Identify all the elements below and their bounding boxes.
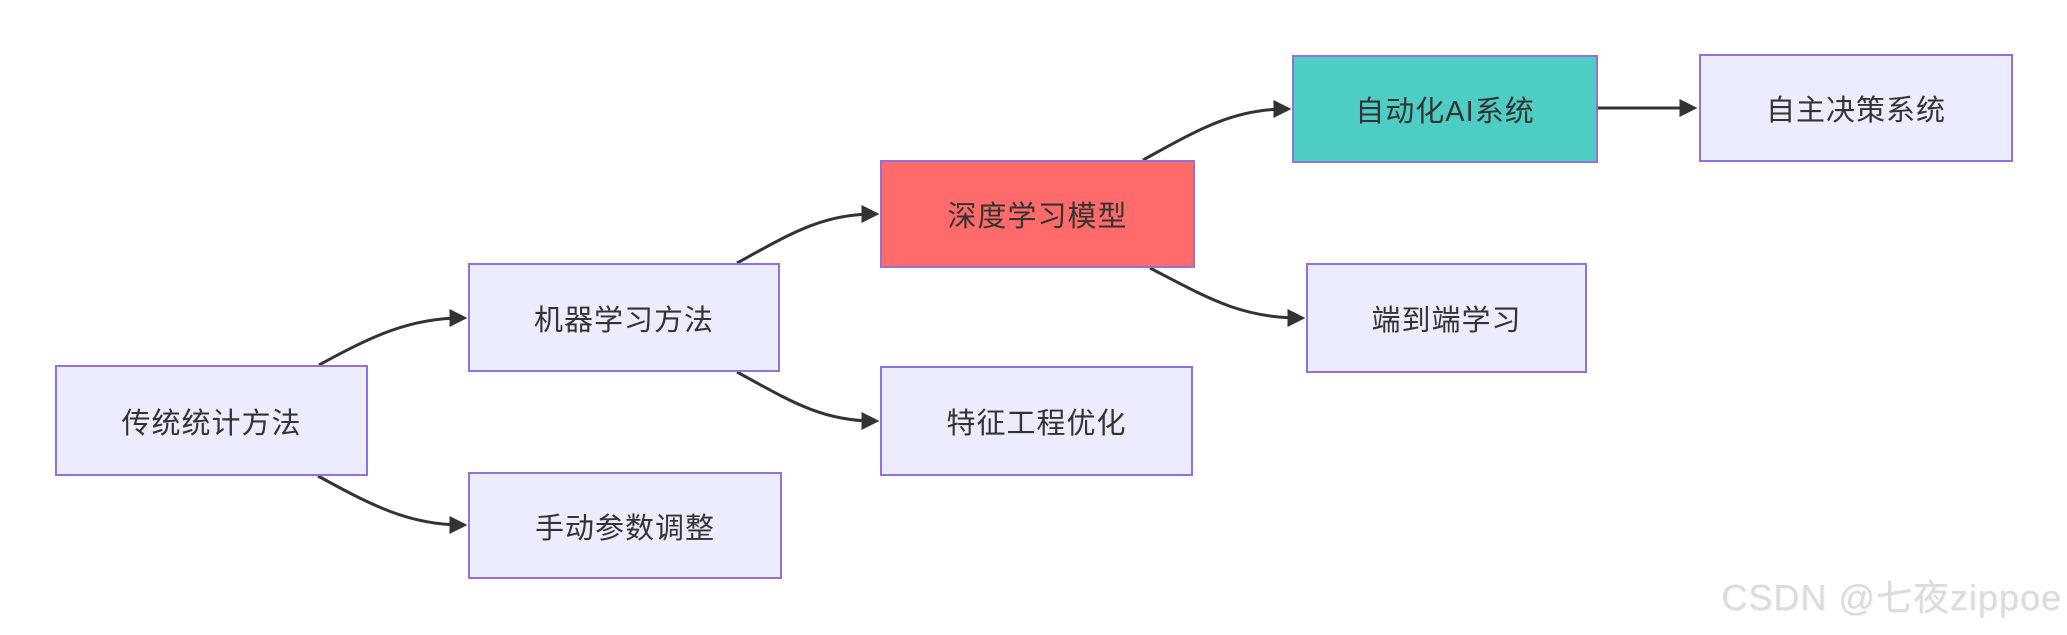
- node-automated-ai: 自动化AI系统: [1292, 55, 1598, 163]
- node-end-to-end: 端到端学习: [1306, 263, 1587, 373]
- edge-ml-to-deep-learning: [736, 205, 880, 265]
- node-manual-tuning-label: 手动参数调整: [534, 512, 715, 545]
- node-autonomous-decision-label: 自主决策系统: [1765, 95, 1946, 127]
- edge-ml-to-feature-engineering: [736, 370, 880, 430]
- node-traditional-stats: 传统统计方法: [55, 365, 368, 476]
- node-deep-learning-label: 深度学习模型: [947, 201, 1128, 233]
- node-end-to-end-label: 端到端学习: [1371, 305, 1522, 337]
- node-manual-tuning: 手动参数调整: [468, 472, 782, 579]
- edge-deep-learning-to-automated-ai: [1142, 100, 1292, 162]
- node-traditional-stats-label: 传统统计方法: [121, 407, 302, 440]
- node-machine-learning: 机器学习方法: [468, 263, 780, 372]
- node-machine-learning-label: 机器学习方法: [533, 304, 714, 337]
- node-deep-learning: 深度学习模型: [880, 160, 1195, 268]
- node-automated-ai-label: 自动化AI系统: [1355, 96, 1535, 128]
- csdn-watermark: CSDN @七夜zippoe: [1721, 577, 2062, 618]
- node-feature-engineering: 特征工程优化: [880, 366, 1193, 476]
- node-feature-engineering-label: 特征工程优化: [946, 408, 1127, 440]
- node-autonomous-decision: 自主决策系统: [1699, 54, 2013, 162]
- edge-traditional-to-ml: [318, 309, 468, 367]
- edge-traditional-to-manual-tuning: [317, 474, 468, 534]
- edge-deep-learning-to-end-to-end: [1149, 266, 1306, 327]
